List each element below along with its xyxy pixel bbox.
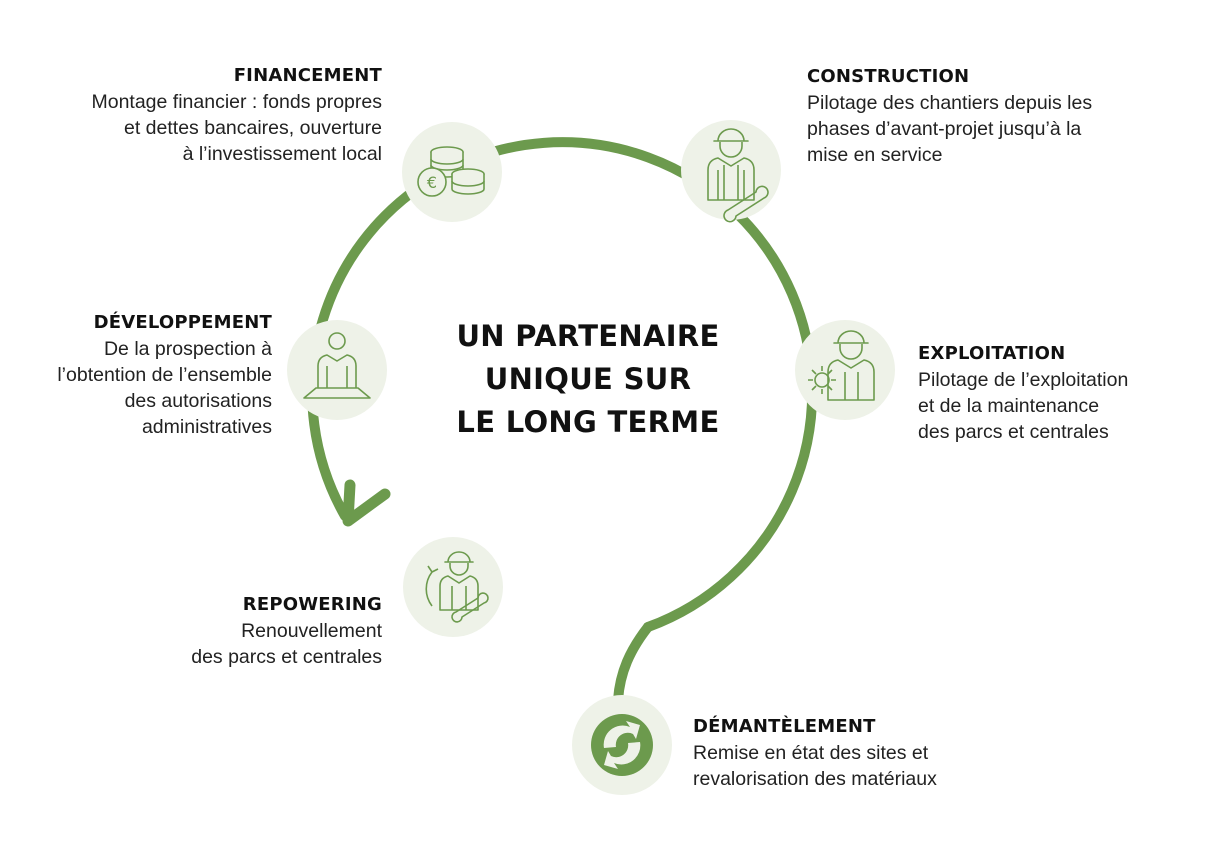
step-description-line: des parcs et centrales — [918, 421, 1109, 443]
step-description-line: revalorisation des matériaux — [693, 768, 937, 790]
coins-euro-icon: € — [402, 122, 502, 222]
step-description-line: mise en service — [807, 144, 943, 166]
center-title: UN PARTENAIRE UNIQUE SUR LE LONG TERME — [438, 315, 738, 444]
step-financement: FINANCEMENT Montage financier : fonds pr… — [2, 65, 382, 167]
step-description-line: Remise en état des sites et — [693, 742, 929, 764]
center-title-line: UNIQUE SUR — [484, 362, 692, 396]
center-title-line: LE LONG TERME — [456, 405, 720, 439]
step-repowering: REPOWERING Renouvellement des parcs et c… — [82, 594, 382, 670]
step-description-line: et dettes bancaires, ouverture — [124, 117, 382, 139]
recycle-icon — [572, 695, 672, 795]
step-description-line: administratives — [141, 416, 272, 438]
step-description: Montage financier : fonds propres et det… — [2, 89, 382, 167]
step-description-line: Montage financier : fonds propres — [91, 91, 382, 113]
step-title: FINANCEMENT — [233, 65, 382, 86]
person-plan-icon — [287, 320, 387, 420]
step-description-line: Renouvellement — [241, 620, 382, 642]
center-title-line: UN PARTENAIRE — [456, 319, 720, 353]
worker-wrench-icon — [681, 120, 781, 223]
step-title: DÉVELOPPEMENT — [93, 312, 272, 333]
step-description: Renouvellement des parcs et centrales — [82, 618, 382, 670]
cycle-tail — [613, 622, 653, 705]
step-description: Pilotage de l’exploitation et de la main… — [918, 367, 1208, 445]
step-description-line: à l’investissement local — [182, 143, 382, 165]
worker-cycle-icon — [403, 537, 503, 637]
step-title: REPOWERING — [242, 594, 382, 615]
worker-gear-icon — [795, 320, 895, 420]
step-title: CONSTRUCTION — [807, 66, 970, 87]
svg-text:€: € — [427, 173, 437, 192]
cycle-arrowhead — [342, 479, 391, 527]
step-description-line: et de la maintenance — [918, 395, 1100, 417]
step-title: DÉMANTÈLEMENT — [693, 716, 876, 737]
step-description-line: Pilotage des chantiers depuis les — [807, 92, 1093, 114]
step-description: Remise en état des sites et revalorisati… — [693, 740, 1023, 792]
step-description-line: phases d’avant-projet jusqu’à la — [807, 118, 1082, 140]
step-description-line: l’obtention de l’ensemble — [57, 364, 272, 386]
step-description: Pilotage des chantiers depuis les phases… — [807, 90, 1187, 168]
step-developpement: DÉVELOPPEMENT De la prospection à l’obte… — [2, 312, 272, 440]
step-exploitation: EXPLOITATION Pilotage de l’exploitation … — [918, 343, 1208, 445]
step-description-line: des parcs et centrales — [191, 646, 382, 668]
step-construction: CONSTRUCTION Pilotage des chantiers depu… — [807, 66, 1187, 168]
step-demantelement: DÉMANTÈLEMENT Remise en état des sites e… — [693, 716, 1023, 792]
step-description: De la prospection à l’obtention de l’ens… — [2, 336, 272, 440]
step-description-line: Pilotage de l’exploitation — [918, 369, 1129, 391]
step-description-line: De la prospection à — [103, 338, 272, 360]
step-title: EXPLOITATION — [918, 343, 1066, 364]
step-description-line: des autorisations — [124, 390, 272, 412]
